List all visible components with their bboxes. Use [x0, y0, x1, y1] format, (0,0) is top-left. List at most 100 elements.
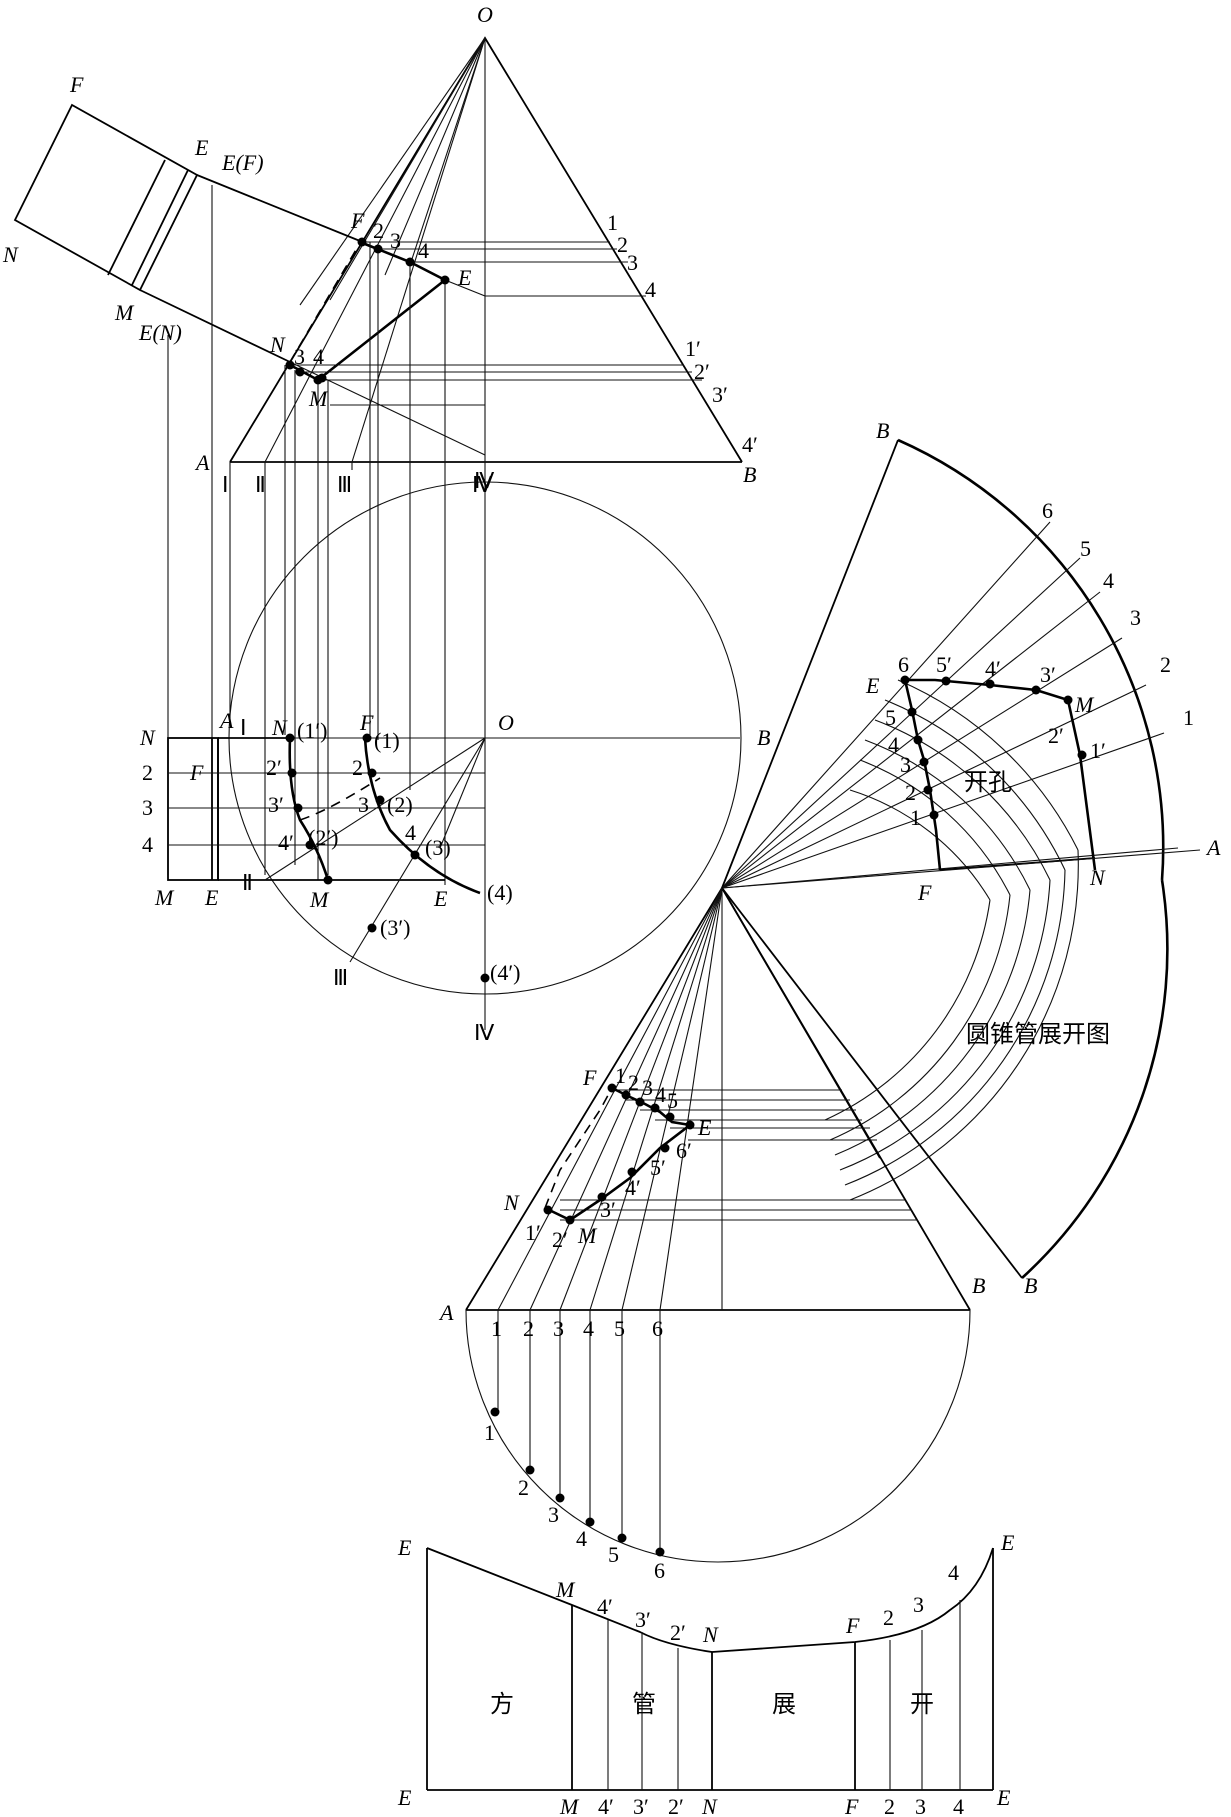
- drawing-label: 2′: [552, 1227, 568, 1252]
- drawing-label: 3: [642, 1075, 653, 1100]
- drawing-label: 3′: [633, 1794, 649, 1817]
- fan-edge-bottom: [721, 887, 1023, 1279]
- drawing-label: (2′): [308, 825, 338, 850]
- construction-line: [844, 869, 1066, 1186]
- drawing-label: (4′): [490, 960, 520, 985]
- drawing-label: 3: [142, 795, 153, 820]
- drawing-label: F: [359, 710, 374, 735]
- construction-point: [323, 875, 333, 885]
- drawing-label: F: [844, 1794, 859, 1817]
- drawing-label: 5′: [650, 1155, 666, 1180]
- drawing-label: M: [154, 885, 175, 910]
- drawing-label: 4: [953, 1794, 964, 1817]
- construction-line: [351, 37, 486, 463]
- fan-label-b: B: [876, 418, 889, 443]
- construction-point: [900, 675, 910, 685]
- drawing-label: 4′: [625, 1175, 641, 1200]
- label-n-main: N: [269, 332, 286, 357]
- drawing-label: Ⅱ: [255, 472, 266, 497]
- construction-line: [589, 887, 723, 1311]
- drawing-label: E: [1000, 1530, 1015, 1555]
- drawing-label: M: [559, 1794, 580, 1817]
- drawing-label: 4: [313, 344, 324, 369]
- construction-point: [525, 1465, 535, 1475]
- drawing-label: B: [1024, 1273, 1037, 1298]
- drawing-label: A: [218, 708, 234, 733]
- drawing-label: N: [702, 1622, 719, 1647]
- construction-point: [650, 1103, 660, 1113]
- drawing-label: 2′: [266, 755, 282, 780]
- construction-point: [480, 973, 490, 983]
- label-m-main: M: [308, 386, 329, 411]
- drawing-label: 5′: [936, 652, 952, 677]
- construction-line: [721, 847, 1179, 889]
- drawing-label: M: [309, 887, 330, 912]
- construction-point: [923, 785, 933, 795]
- construction-line: [465, 1309, 971, 1563]
- construction-line: [299, 777, 381, 821]
- drawing-label: Ⅳ: [474, 468, 495, 493]
- drawing-label: 3: [915, 1794, 926, 1817]
- drawing-label: 1: [607, 210, 618, 235]
- construction-point: [555, 1493, 565, 1503]
- drawing-label: 3: [627, 250, 638, 275]
- drawing-label: 1′: [525, 1220, 541, 1245]
- construction-line: [721, 732, 1165, 889]
- drawing-label: E: [397, 1535, 412, 1560]
- drawing-label: N: [503, 1190, 520, 1215]
- drawing-label: 2: [142, 760, 153, 785]
- construction-point: [375, 795, 385, 805]
- drawing-label: Ⅳ: [474, 1020, 495, 1045]
- drawing-label: B: [757, 725, 770, 750]
- drawing-label: Ⅲ: [337, 472, 352, 497]
- drawing-label: 4: [576, 1526, 587, 1551]
- drawing-label: E: [865, 673, 880, 698]
- label-apex: O: [477, 2, 493, 27]
- construction-line: [897, 438, 1165, 881]
- drawing-label: F: [845, 1613, 860, 1638]
- construction-point: [665, 1112, 675, 1122]
- drawing-label: 2: [628, 1070, 639, 1095]
- construction-line: [107, 159, 166, 276]
- label-e-main: E: [457, 265, 472, 290]
- drawing-label: 6: [654, 1558, 665, 1583]
- fan-edge-top: [721, 439, 899, 889]
- cone-outline: [229, 36, 743, 463]
- construction-line: [544, 1087, 613, 1209]
- construction-point: [285, 733, 295, 743]
- drawing-label: (1): [374, 728, 400, 753]
- drawing-label: E: [204, 885, 219, 910]
- drawing-label: 3′: [712, 382, 728, 407]
- plan-view: N 2 3 4 M F E A Ⅰ N F O B Ⅱ M E Ⅲ Ⅳ Ⅳ (1…: [139, 468, 770, 1045]
- construction-line: [465, 886, 971, 1311]
- drawing-label: 2: [905, 780, 916, 805]
- drawing-label: 2′: [694, 359, 710, 384]
- drawing-label: Ⅰ: [222, 472, 229, 497]
- drawing-label: 5: [667, 1088, 678, 1113]
- construction-line: [497, 887, 723, 1311]
- drawing-label: 5: [885, 705, 896, 730]
- construction-point: [1063, 695, 1073, 705]
- drawing-label: E: [697, 1115, 712, 1140]
- drawing-label: (3′): [380, 915, 410, 940]
- drawing-label: 2: [1160, 652, 1171, 677]
- drawing-label: (4): [487, 880, 513, 905]
- drawing-label: 3: [548, 1502, 559, 1527]
- drawing-label: N: [701, 1794, 718, 1817]
- construction-line: [849, 789, 991, 901]
- construction-line: [264, 737, 486, 881]
- label-pipe-m: M: [114, 300, 135, 325]
- drawing-label: 4: [418, 238, 429, 263]
- label-ef: E(F): [221, 150, 264, 175]
- drawing-label: 1′: [685, 336, 701, 361]
- hole-title: 开孔: [964, 768, 1012, 796]
- construction-point: [929, 810, 939, 820]
- fan-development: B A E M F N 6 5 4 3 2 1 6 5′ 4′ 3′ 2′ 1′…: [721, 418, 1221, 1279]
- drawing-label: 展: [772, 1690, 796, 1718]
- drawing-label: (1′): [297, 718, 327, 743]
- construction-line: [829, 894, 1011, 1141]
- lower-cone: F E N M A B B 1 2 3 4 5 6′ 5′ 4′ 3′ 2′ 1…: [438, 886, 1037, 1583]
- drawing-label: 3′: [635, 1607, 651, 1632]
- drawing-label: 4: [583, 1316, 594, 1341]
